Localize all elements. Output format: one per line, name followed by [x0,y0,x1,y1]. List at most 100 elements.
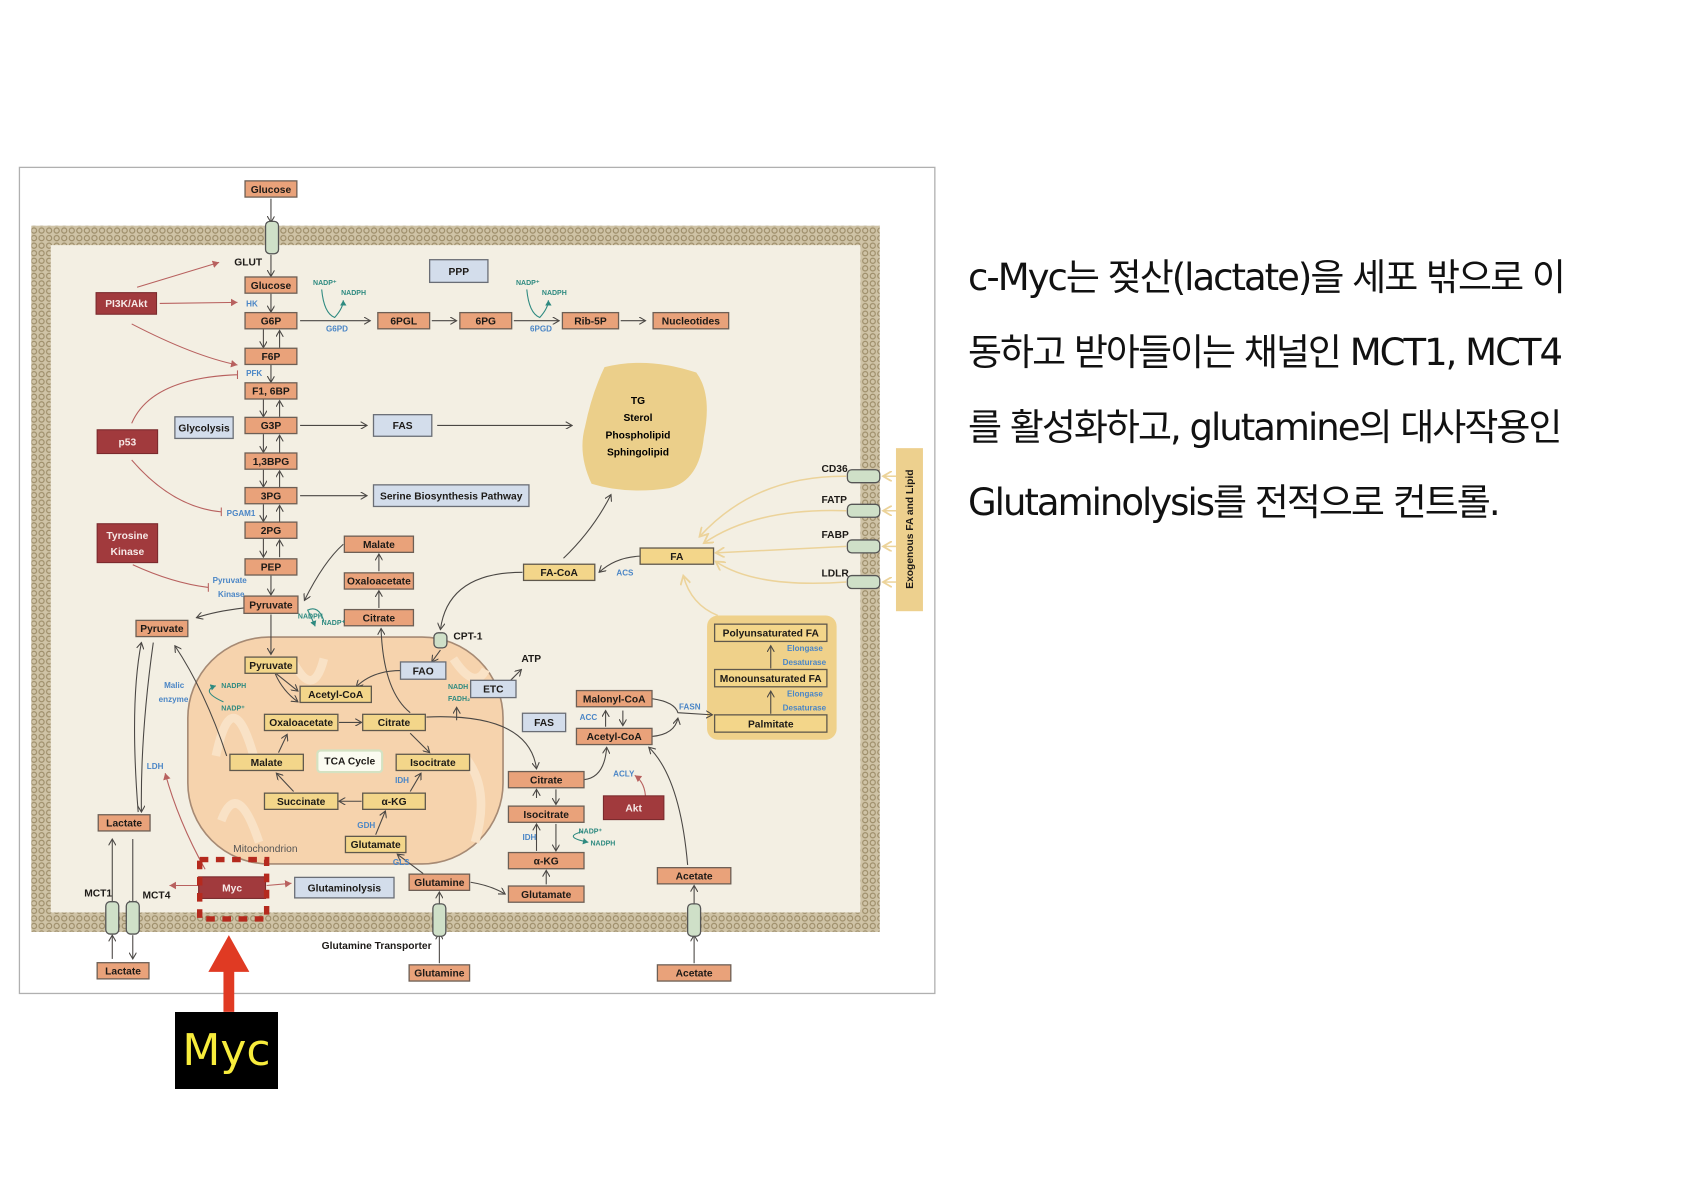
desaturase-enzyme: Desaturase [783,658,827,667]
glutamate-node-label: Glutamate [351,840,401,851]
fa-node: FA [639,547,715,565]
malate-node-label: Malate [363,540,395,551]
succinate-node: Succinate [263,792,339,810]
rib5p-node-label: Rib-5P [574,316,607,327]
acetate-node: Acetate [656,867,732,885]
acetyl-coa-node: Acetyl-CoA [299,685,372,704]
nadp-cofactor: NADP⁺ [313,280,337,287]
2pg-node-box [244,521,298,539]
pep-node-box [244,558,298,576]
nadp-cofactor: NADP⁺ [579,829,603,836]
6pgl-node: 6PGL [377,311,431,330]
pyruvate-node-label: Pyruvate [249,600,293,611]
glutamine-node-box [408,964,471,982]
nadph-cofactor: NADPH [542,290,567,297]
fabp-label: FABP [821,530,848,541]
nadph-cofactor: NADPH [341,290,366,297]
fa-coa-node-label: FA-CoA [540,568,578,579]
mitochondrion-label: Mitochondrion [233,844,298,855]
palmitate-node-box [713,714,828,733]
malic-enzyme: enzyme [159,695,189,704]
tca-cycle-label: TCA Cycle [324,757,375,768]
6pgd-enzyme: 6PGD [530,325,552,334]
palmitate-node-label: Palmitate [748,719,794,730]
g6p-node-box [244,311,298,330]
isocitrate-node-box [395,753,471,772]
fatp-label: FATP [821,495,847,506]
mct4-transporter-icon [125,901,140,935]
g6p-node-label: G6P [261,316,282,327]
etc-pathway-label: ETC [483,685,504,696]
tyrosine-kinase-label: Tyrosine [106,531,148,542]
fao-pathway-label: FAO [413,666,434,677]
pyruvate-kinase-enzyme: Kinase [218,590,245,599]
fas-pathway-label: FAS [534,718,554,729]
acetate-transporter-icon [686,903,702,937]
succinate-node-label: Succinate [277,797,326,808]
caption-line: 동하고 받아들이는 채널인 MCT1, MCT4 [968,331,1563,374]
atp-label: ATP [521,654,541,665]
f6p-node: F6P [244,347,298,366]
polyunsaturated-fa-node-label: Polyunsaturated FA [723,629,820,640]
cd36-transporter-icon [846,469,881,484]
lactate-node: Lactate [96,962,150,980]
malate-node: Malate [343,535,415,553]
mitochondrion-cristae [211,656,490,844]
tyrosine-kinase-box [96,523,159,564]
isocitrate-node-label: Isocitrate [410,758,456,769]
acetyl-coa-node-label: Acetyl-CoA [587,732,643,743]
fabp-transporter-icon [846,539,881,554]
idh-enzyme: IDH [395,776,409,785]
red-up-arrow-icon [208,935,250,1012]
ldh-enzyme: LDH [147,762,164,771]
glutamine-node-label: Glutamine [414,969,464,980]
caption-line: Glutaminolysis를 전적으로 컨트롤. [968,481,1501,524]
akg-node-label: α-KG [381,797,406,808]
caption-line: 를 활성화하고, glutamine의 대사작용인 [968,406,1562,449]
akt-regulator: Akt [602,795,665,821]
myc-callout-label: Myc [175,1012,278,1089]
g6pd-enzyme: G6PD [326,325,348,334]
membrane-transporters [105,220,881,937]
fadh2-cofactor: FADH₂ [448,696,470,703]
exogenous-lipid-bar [895,448,923,612]
malonyl-coa-node-box [575,689,653,708]
myc-regulator-label: Myc [222,883,242,894]
akg-node-box [362,792,426,810]
lipid-class-label: TG [631,396,645,407]
glucose-node-label: Glucose [251,281,292,292]
malonyl-coa-node-label: Malonyl-CoA [583,694,646,705]
pgam1-enzyme: PGAM1 [227,509,256,518]
glutamate-node: Glutamate [507,885,585,903]
oxaloacetate-node-box [343,572,415,590]
pep-node: PEP [244,558,298,576]
rib5p-node-box [561,311,620,330]
malic-enzyme: Malic [164,681,185,690]
glutamine-transporter-icon [432,903,447,937]
glutamate-node-box [344,835,407,854]
glutamate-node-box [507,885,585,903]
g3p-node-label: G3P [261,421,282,432]
akg-node: α-KG [507,851,585,870]
glut-transporter-icon [264,220,280,255]
ppp-pathway-box [428,259,489,284]
fas-pathway: FAS [372,414,433,437]
glucose-node-label: Glucose [251,185,292,196]
pyruvate-node: Pyruvate [135,619,189,638]
fas-pathway-box [521,712,567,733]
acetyl-coa-node-label: Acetyl-CoA [308,690,364,701]
serine-biosynthesis-pathway: Serine Biosynthesis Pathway [372,484,530,508]
lactate-node-label: Lactate [105,967,141,978]
glutaminolysis-pathway-box [294,876,395,899]
lipid-class-label: Phospholipid [606,430,671,441]
2pg-node-label: 2PG [261,526,282,537]
fa-coa-node-box [522,563,596,582]
malate-node-label: Malate [251,758,283,769]
caption-text: c-Myc는 젖산(lactate)을 세포 밖으로 이 동하고 받아들이는 채… [968,240,1668,540]
fao-pathway: FAO [399,661,447,680]
myc-highlight-dashed-box [197,856,270,922]
nadh-cofactor: NADH [448,684,468,691]
ldlr-transporter-icon [846,574,881,590]
pyruvate-node-box [135,619,189,638]
